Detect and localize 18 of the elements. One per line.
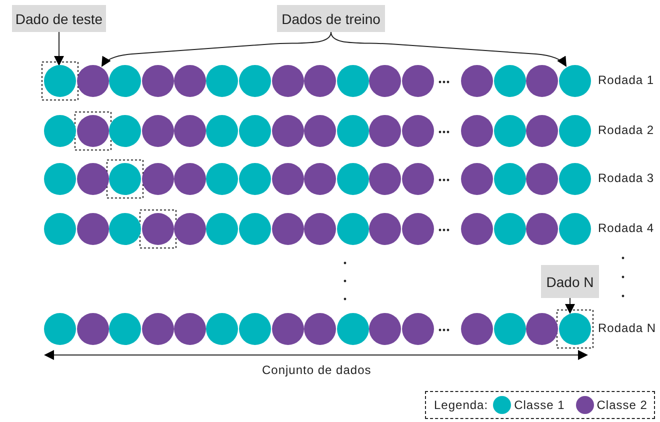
arrow — [54, 32, 64, 66]
round-label: Rodada 3 — [598, 171, 654, 185]
round-label: Rodada N — [598, 321, 656, 335]
round-label: Rodada 4 — [598, 221, 654, 235]
data-point-circle — [559, 65, 591, 97]
legend-label: Classe 2 — [596, 398, 648, 412]
arrow — [565, 298, 575, 314]
arrow — [101, 32, 332, 67]
arrow — [330, 32, 567, 67]
callout-label: Dado de teste — [12, 5, 106, 32]
callout-label: Dados de treino — [277, 5, 385, 32]
data-point-circle — [77, 65, 109, 97]
callout-label: Dado N — [541, 265, 599, 298]
legend-label: Classe 1 — [514, 398, 565, 412]
round-label: Rodada 1 — [598, 73, 654, 87]
dimension-label: Conjunto de dados — [262, 363, 372, 377]
legend-title: Legenda: — [434, 398, 488, 412]
round-label: Rodada 2 — [598, 123, 654, 137]
